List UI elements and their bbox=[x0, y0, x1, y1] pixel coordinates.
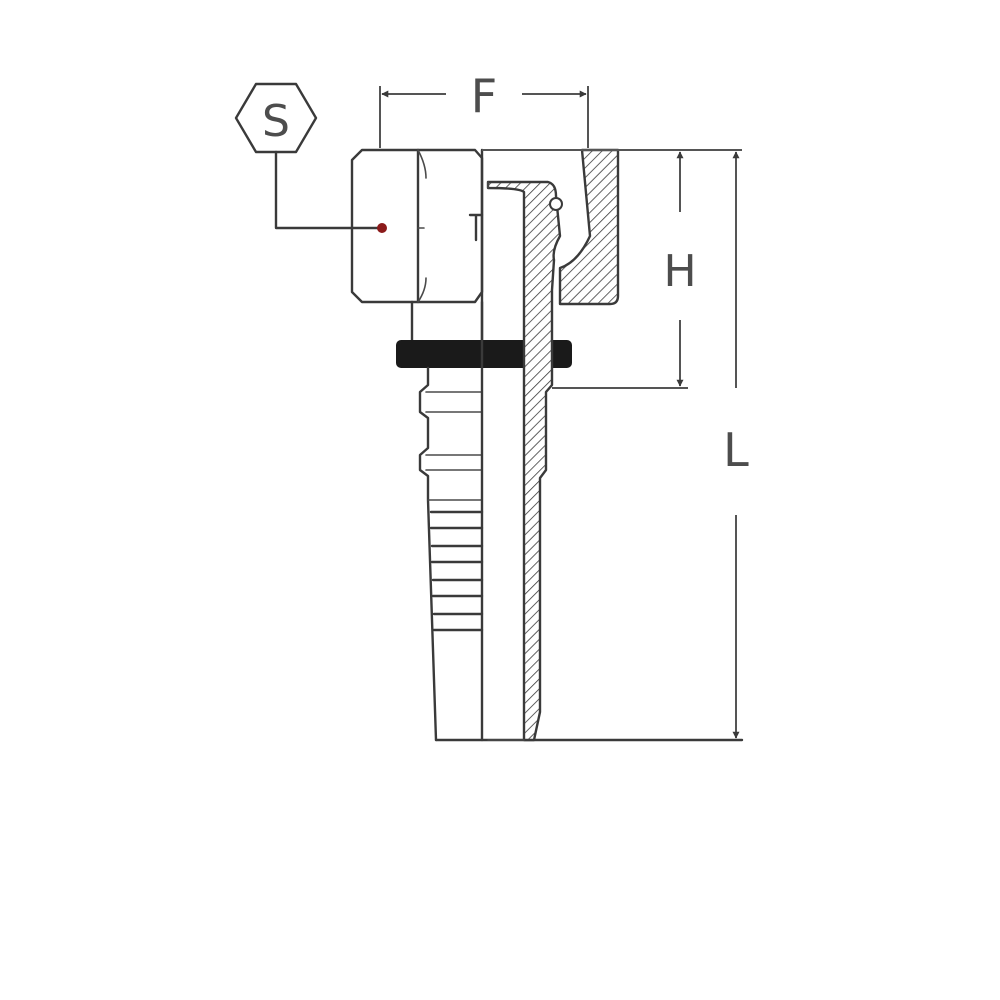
dim-f-label: F bbox=[471, 69, 497, 123]
dimension-h: H bbox=[482, 149, 742, 389]
ferrule-body bbox=[418, 366, 483, 742]
stem-section bbox=[486, 180, 562, 742]
hex-size-callout: S bbox=[234, 82, 387, 233]
hex-nut bbox=[350, 148, 484, 304]
dim-h-label: H bbox=[663, 246, 696, 297]
dimension-f: F bbox=[379, 69, 589, 148]
dimension-l: L bbox=[723, 151, 749, 739]
hex-size-label: S bbox=[262, 96, 290, 147]
nut-neck bbox=[410, 300, 484, 342]
stem-ball bbox=[549, 197, 563, 211]
hose-serrations bbox=[429, 510, 484, 632]
dim-l-label: L bbox=[723, 423, 749, 477]
leader-dot bbox=[377, 223, 387, 233]
nut-section bbox=[558, 148, 620, 306]
